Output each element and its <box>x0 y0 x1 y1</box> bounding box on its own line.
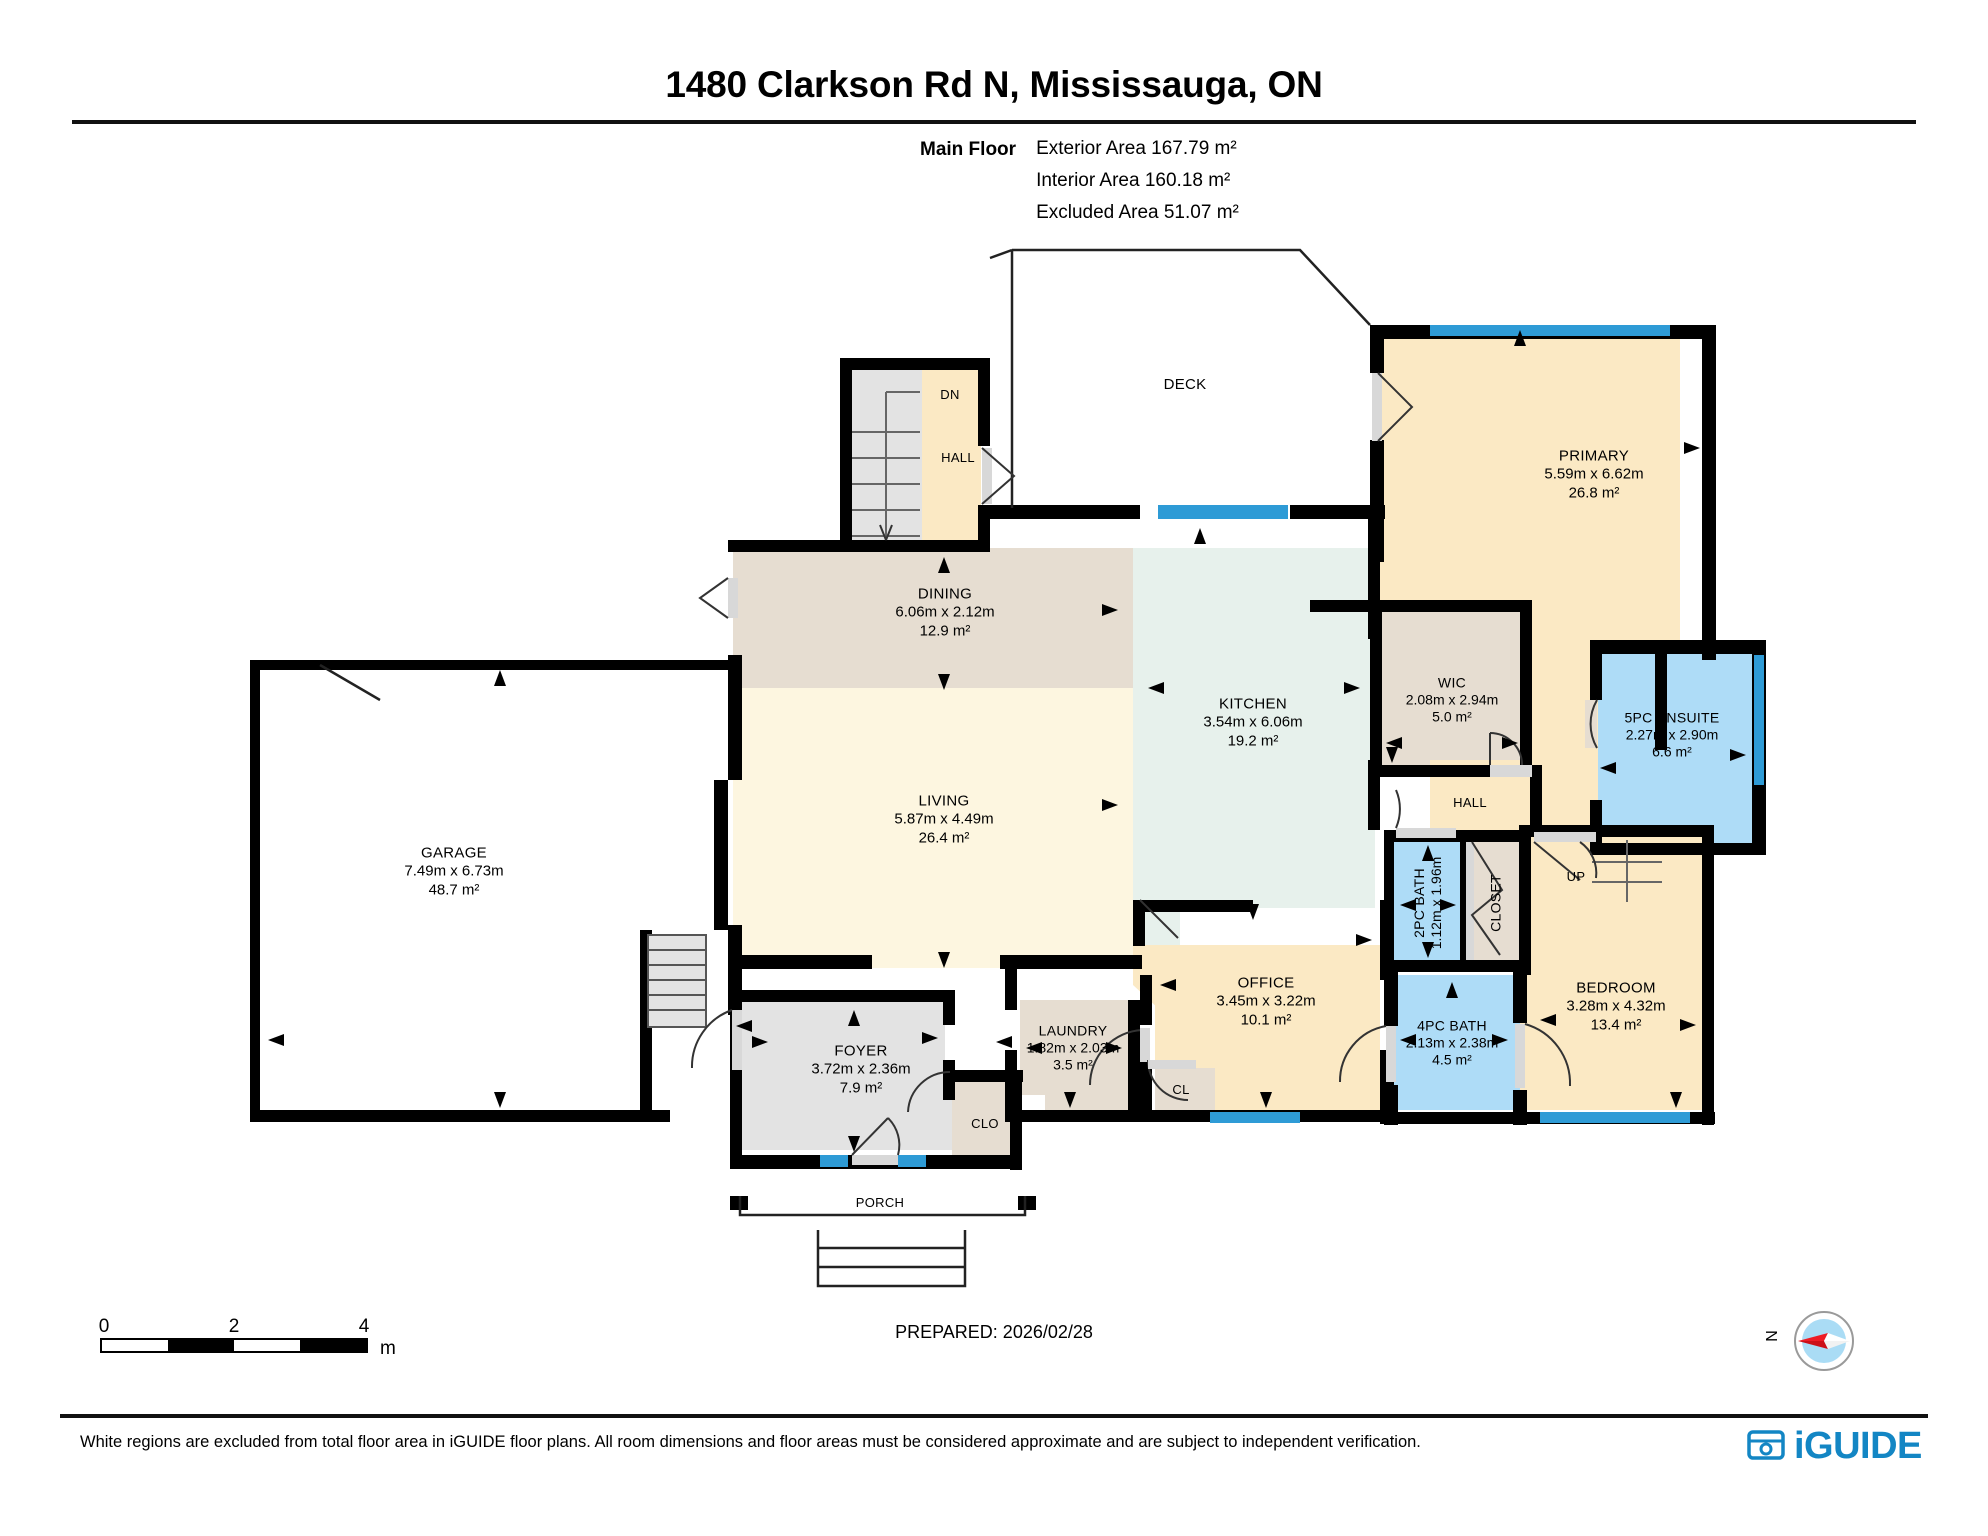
scale-bar <box>100 1338 368 1353</box>
compass-north-label: N <box>1763 1330 1781 1342</box>
window <box>1158 505 1288 519</box>
window <box>1210 1112 1300 1123</box>
room-label-bedroom: BEDROOM 3.28m x 4.32m 13.4 m² <box>1566 979 1666 1034</box>
scale-seg-2 <box>168 1340 234 1351</box>
room-label-wic: WIC 2.08m x 2.94m 5.0 m² <box>1405 674 1499 725</box>
room-label-cl: CL <box>1172 1082 1190 1098</box>
interior-area-text: Interior Area 160.18 m² <box>1036 170 1231 191</box>
floor-info-block: Main Floor Exterior Area 167.79 m² Inter… <box>920 138 1239 224</box>
iguide-wordmark: iGUIDE <box>1794 1425 1922 1467</box>
window <box>1430 325 1670 336</box>
floor-area-list: Exterior Area 167.79 m² Interior Area 16… <box>1036 138 1239 224</box>
exterior-area-text: Exterior Area 167.79 m² <box>1036 138 1237 159</box>
room-label-deck: DECK <box>1163 375 1207 393</box>
room-label-clo: CLO <box>971 1116 999 1132</box>
disclaimer-text: White regions are excluded from total fl… <box>80 1433 1421 1451</box>
room-label-hall-mid: HALL <box>1453 795 1487 811</box>
window <box>1540 1112 1690 1123</box>
room-label-garage: GARAGE 7.49m x 6.73m 48.7 m² <box>404 844 504 899</box>
dimension-arrows <box>268 330 1746 1152</box>
compass-icon <box>1793 1310 1855 1372</box>
title-divider <box>72 120 1916 124</box>
scale-tick-2: 2 <box>228 1316 240 1337</box>
cl-fill <box>1155 1068 1215 1113</box>
room-label-foyer: FOYER 3.72m x 2.36m 7.9 m² <box>811 1042 911 1097</box>
window <box>1754 655 1764 785</box>
scale-unit-label: m <box>380 1338 396 1359</box>
room-label-office: OFFICE 3.45m x 3.22m 10.1 m² <box>1216 974 1316 1029</box>
iguide-mark-icon <box>1745 1423 1787 1470</box>
excluded-area-text: Excluded Area 51.07 m² <box>1036 202 1239 223</box>
room-label-laundry: LAUNDRY 1.82m x 2.03m 3.5 m² <box>1026 1022 1120 1073</box>
stairs-dn-treads <box>852 391 920 541</box>
prepared-date: PREPARED: 2026/02/28 <box>895 1322 1093 1342</box>
footer-divider <box>60 1414 1928 1418</box>
room-label-dn: DN <box>940 387 960 403</box>
room-label-up: UP <box>1566 869 1586 885</box>
room-label-hall-top: HALL <box>941 450 975 466</box>
room-label-4pc-bath: 4PC BATH 2.13m x 2.38m 4.5 m² <box>1405 1017 1499 1068</box>
wic-fill <box>1378 610 1526 770</box>
window <box>898 1155 926 1167</box>
room-label-ensuite: 5PC ENSUITE 2.27m x 2.90m 6.6 m² <box>1624 709 1720 760</box>
hall-top-fill <box>921 365 981 548</box>
garage-steps <box>647 934 707 1028</box>
room-label-porch: PORCH <box>855 1195 905 1211</box>
scale-tick-4: 4 <box>358 1316 370 1337</box>
living-fill <box>733 688 1133 968</box>
scale-bar-widget: 0 2 4 m <box>98 1316 396 1359</box>
iguide-logo: iGUIDE <box>1745 1423 1922 1470</box>
foyer-fill <box>740 1000 960 1150</box>
windows <box>820 325 1764 1167</box>
floor-label: Main Floor <box>920 139 1017 160</box>
room-label-closet: CLOSET <box>1487 874 1504 932</box>
room-label-living: LIVING 5.87m x 4.49m 26.4 m² <box>894 792 994 847</box>
closet-fill <box>1472 840 1520 965</box>
thin-outlines <box>319 248 1371 1288</box>
stairs-up-treads <box>1592 840 1662 902</box>
scale-tick-0: 0 <box>98 1316 110 1337</box>
scale-tick-labels: 0 2 4 <box>98 1316 370 1338</box>
window <box>820 1155 848 1167</box>
page-title: 1480 Clarkson Rd N, Mississauga, ON <box>665 64 1323 105</box>
room-label-kitchen: KITCHEN 3.54m x 6.06m 19.2 m² <box>1203 695 1303 750</box>
room-label-dining: DINING 6.06m x 2.12m 12.9 m² <box>895 585 995 640</box>
dining-fill <box>733 548 1133 688</box>
clo-fill <box>952 1080 1014 1160</box>
bedroom-fill <box>1520 835 1710 1110</box>
scale-seg-4 <box>300 1340 366 1351</box>
room-label-2pc-bath: 2PC BATH 1.12m x 1.96m <box>1410 856 1444 950</box>
room-label-primary: PRIMARY 5.59m x 6.62m 26.8 m² <box>1544 447 1644 502</box>
